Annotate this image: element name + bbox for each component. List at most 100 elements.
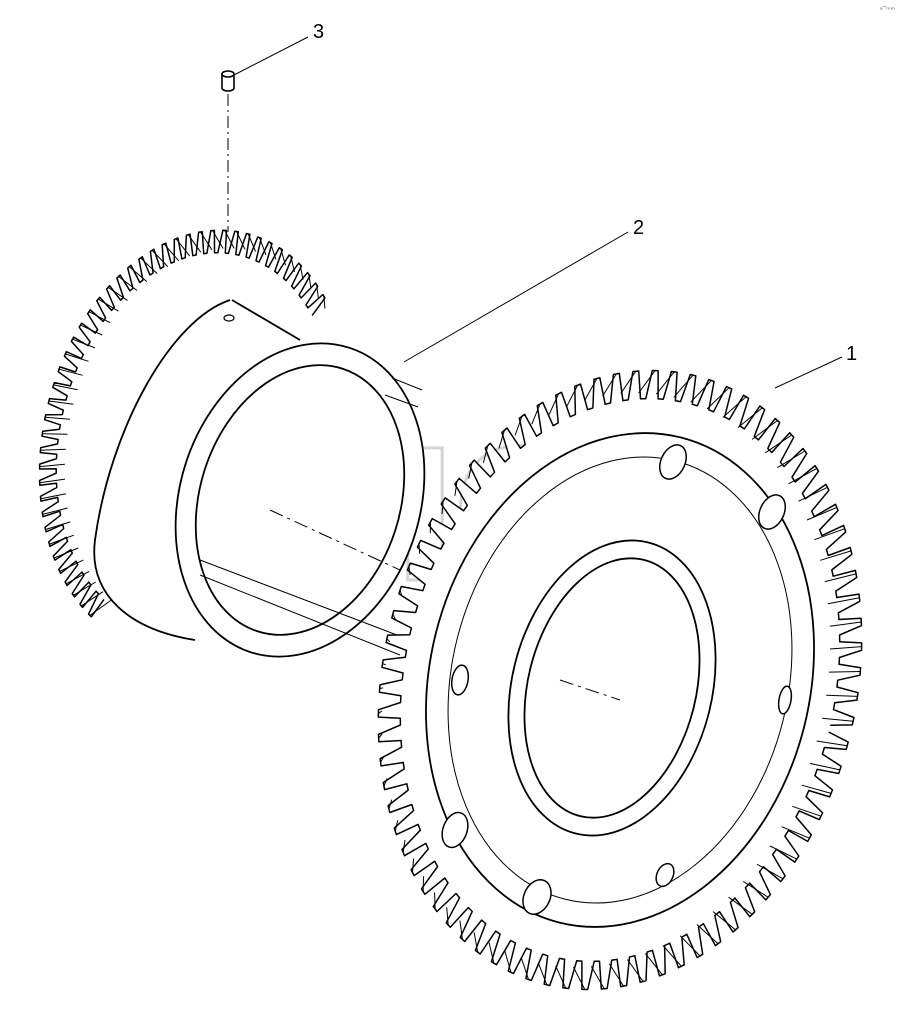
gear-tooth-edge	[824, 573, 857, 583]
gear-tooth-edge	[378, 710, 383, 714]
gear-tooth-edge	[236, 231, 246, 250]
gear-tooth-edge	[820, 550, 852, 561]
gear-tooth-edge	[53, 384, 78, 391]
gear-tooth-edge	[828, 671, 861, 673]
gear-tooth-edge	[399, 589, 403, 597]
gear-tooth-edge	[809, 762, 841, 771]
gear-tooth-edge	[140, 257, 158, 274]
gear-tooth-edge	[308, 274, 312, 289]
gear-tooth-edge	[728, 896, 753, 915]
gear-tooth-edge	[269, 242, 277, 260]
gear-tooth-edge	[473, 932, 479, 953]
gear-tooth-edge	[765, 434, 793, 454]
gear-tooth-edge	[482, 445, 489, 463]
gear-tooth-edge	[65, 353, 89, 362]
gear-tooth-edge	[408, 566, 411, 575]
gear-tooth-edge	[81, 591, 104, 607]
gear-tooth-edge	[441, 500, 444, 515]
gear-tooth-edge	[769, 845, 798, 860]
gear-tooth-edge	[128, 266, 148, 282]
gear-tooth-edge	[829, 621, 862, 627]
gear-tooth-edge	[49, 534, 74, 545]
gear-tooth-edge	[537, 962, 548, 986]
gear-tooth-edge	[644, 953, 663, 976]
gear-tooth-edge	[89, 599, 112, 616]
corner-mark: ᵃ‾ᵐᵐ	[880, 6, 895, 14]
gear-tooth-edge	[459, 920, 463, 940]
gear-tooth-edge	[498, 430, 505, 449]
gear-tooth-edge	[638, 370, 656, 394]
gear-tooth-edge	[59, 559, 84, 572]
gear-tooth-edge	[801, 784, 832, 794]
gear-tooth-edge	[107, 286, 128, 301]
gear-tooth-edge	[572, 966, 586, 990]
gear-tooth-edge	[45, 416, 71, 420]
bolt-holes	[441, 444, 793, 915]
gear-tooth-edge	[151, 250, 169, 267]
gear-tooth-edge	[690, 380, 712, 403]
callouts	[231, 36, 843, 389]
gear-tooth-edge	[584, 378, 598, 401]
gear-tooth-edge	[72, 338, 96, 349]
gear-tooth-edge	[80, 324, 103, 336]
gear-tooth-edge	[566, 384, 579, 407]
gear-tooth-edge	[48, 400, 74, 405]
gear-tooth-edge	[118, 276, 138, 291]
gear-tooth-edge	[378, 733, 383, 739]
gear-tooth-edge	[673, 374, 694, 398]
gear-tooth-edge	[829, 646, 862, 650]
gear-tooth-edge	[247, 233, 257, 252]
gear-tooth-edge	[316, 284, 319, 299]
gear-tooth-edge	[520, 957, 530, 980]
callout-1: 1	[846, 343, 857, 365]
gear-tooth-edge	[394, 820, 399, 832]
gear-tooth-edge	[781, 826, 810, 839]
part-3-pin	[221, 70, 235, 232]
gear-tooth-edge	[323, 296, 326, 309]
gear-tooth-edge	[163, 243, 180, 262]
gear-tooth-edge	[402, 839, 406, 853]
gear-tooth-edge	[514, 416, 523, 436]
gear-tooth-edge	[504, 950, 512, 973]
gear-tooth-edge	[816, 740, 848, 747]
gear-tooth-edge	[97, 298, 119, 312]
gear-tooth-edge	[712, 911, 736, 931]
gear-tooth-edge	[548, 393, 560, 415]
gear-tooth-edge	[65, 570, 90, 585]
gear-tooth-edge	[814, 528, 845, 541]
gear-tooth-edge	[788, 467, 818, 485]
gear-tooth-edge	[290, 255, 295, 273]
gear-tooth-edge	[822, 717, 854, 722]
gear-tooth-edge	[88, 311, 111, 324]
gear-tooth-edge	[386, 638, 391, 643]
gear-tooth-edge	[555, 965, 567, 989]
gear-tooth-edge	[380, 756, 385, 763]
gear-tooth-edge	[798, 486, 828, 502]
callout-2: 2	[633, 217, 644, 239]
gear-tooth-edge	[53, 547, 79, 559]
gear-tooth-edge	[200, 231, 213, 251]
gear-tooth-edge	[383, 778, 388, 787]
gear-tooth-edge	[299, 264, 304, 280]
gear-tooth-edge	[468, 462, 473, 479]
gear-tooth-edge	[175, 238, 191, 257]
gear-tooth-edge	[412, 858, 415, 873]
gear-tooth-edge	[379, 687, 384, 689]
part-2-gear	[38, 229, 426, 658]
part-1-gear	[377, 369, 863, 991]
gear-tooth-edge	[756, 863, 784, 880]
gear-tooth-edge	[39, 463, 65, 468]
gear-tooth-edge	[602, 373, 617, 397]
gear-tooth-edge	[679, 935, 701, 957]
gear-tooth-edge	[454, 481, 458, 496]
gear-tooth-edge	[187, 234, 202, 253]
gear-tooth-edge	[777, 450, 806, 469]
gear-tooth-edge	[42, 433, 68, 435]
gear-tooth-edge	[40, 493, 66, 500]
gear-tooth-edge	[608, 963, 625, 987]
gear-tooth-edge	[259, 237, 267, 256]
gear-tooth-edge	[418, 543, 421, 554]
gear-tooth-edge	[58, 368, 83, 376]
gear-tooth-edge	[280, 248, 286, 266]
